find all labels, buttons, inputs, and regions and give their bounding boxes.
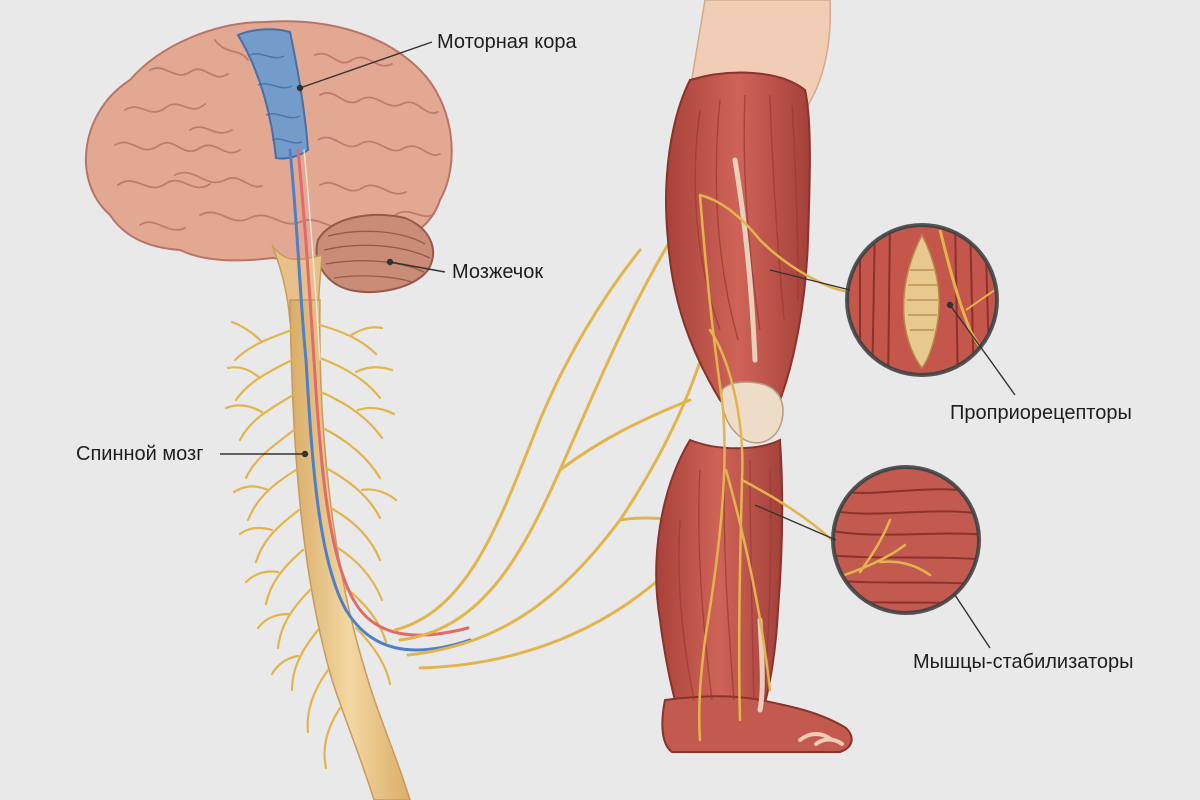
leader-motor-cortex [299,41,433,89]
brain [84,20,453,323]
leader-stab-leg [754,504,837,541]
leader-proprio-leg [769,269,851,291]
thigh [665,71,811,416]
label-motor-cortex: Моторная кора [437,31,577,53]
label-proprioceptors: Проприорецепторы [950,402,1132,424]
cerebrum [84,20,453,262]
knee [720,381,784,444]
leg [655,0,853,753]
proprioceptor-inset [845,223,999,377]
brain-gyri [114,39,441,231]
leader-lines [220,41,1016,649]
label-spinal-cord: Спинной мозг [76,443,204,465]
stabilizer-inset [831,465,981,615]
label-stabilizer-muscles: Мышцы-стабилизаторы [913,651,1134,673]
label-cerebellum: Мозжечок [452,261,544,283]
motor-tracts [288,148,472,652]
foot [661,695,853,753]
leader-cerebellum [389,261,446,273]
motor-tract-red [296,148,470,637]
leader-stabilizers [954,594,991,649]
muscle-spindle [902,233,940,370]
motor-cortex-band [236,28,310,160]
cerebellum [315,213,434,293]
leader-proprioceptors [949,304,1016,396]
motor-tract-blue [288,148,472,652]
